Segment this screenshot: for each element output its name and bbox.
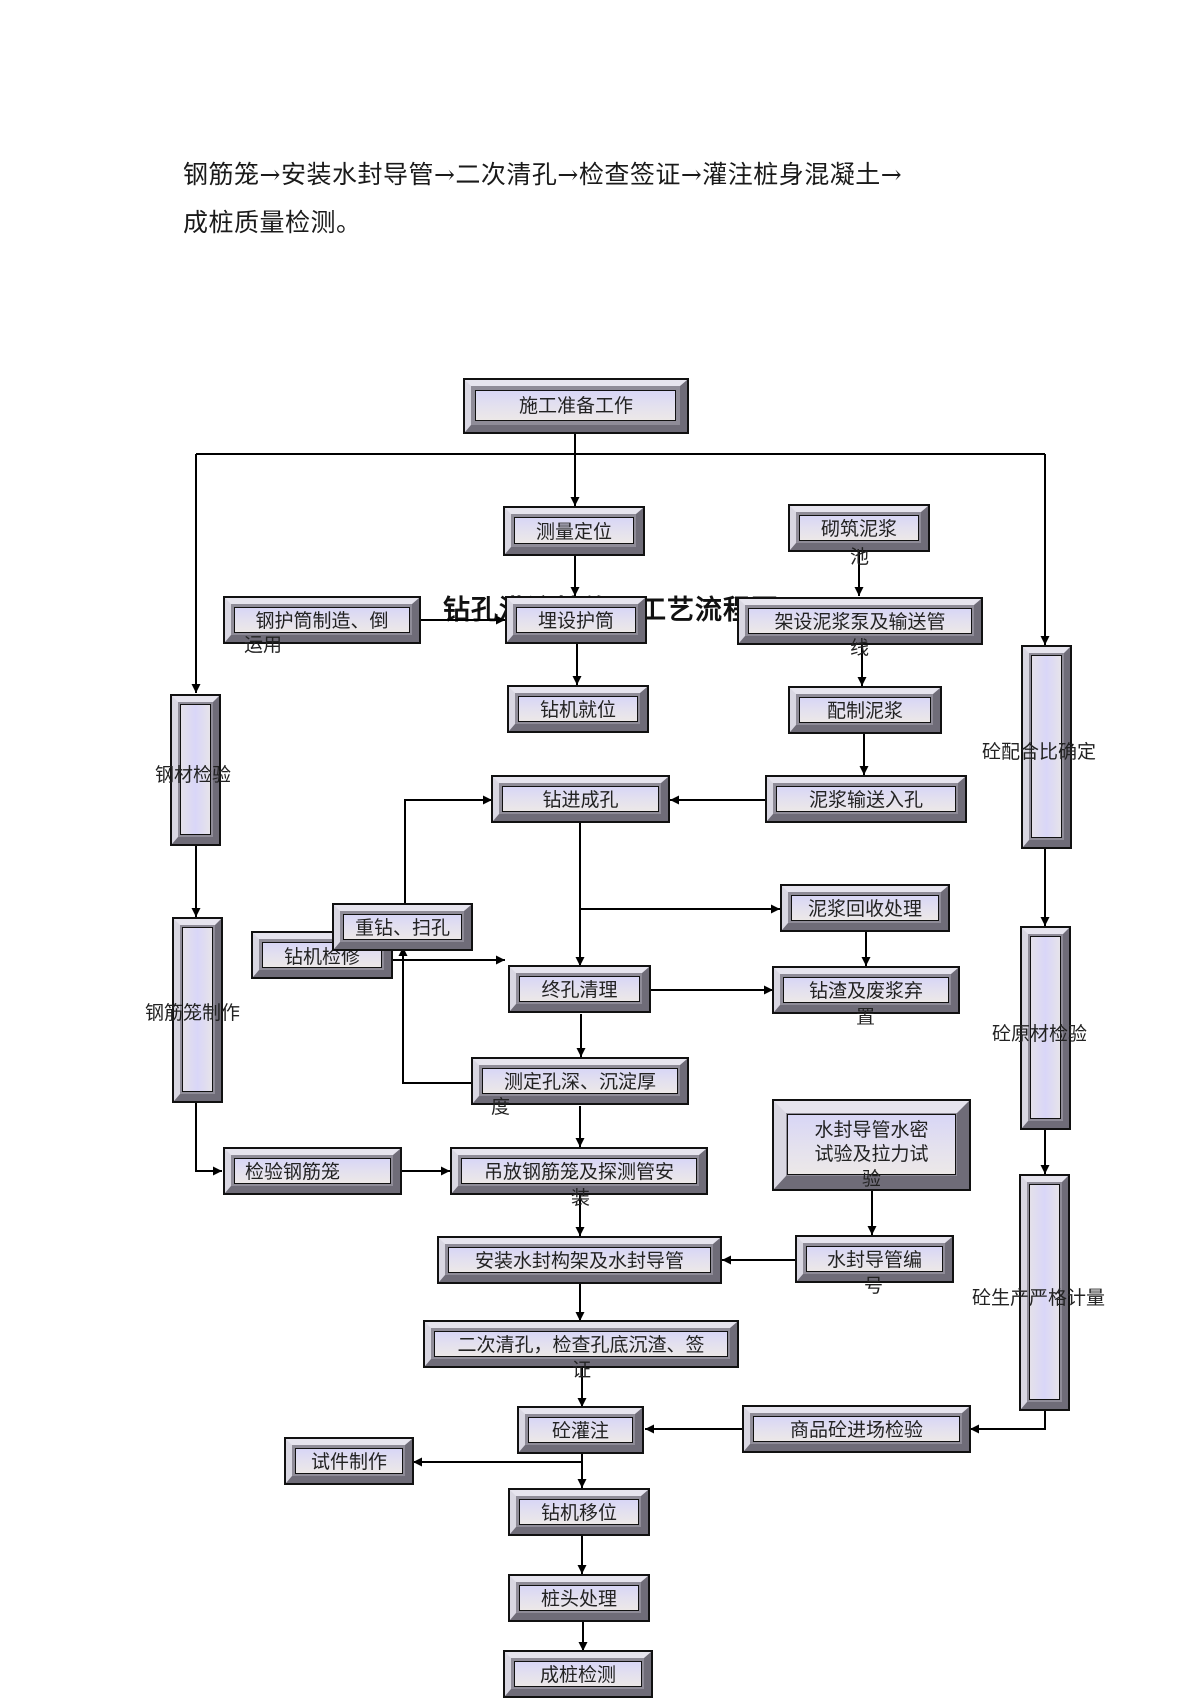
node-pile-head-label: 桩头处理	[540, 1588, 617, 1610]
node-survey-label: 测量定位	[535, 521, 612, 543]
node-casing-make-label: 钢护筒制造、倒	[255, 610, 389, 632]
arrow-measure-to-redrill	[398, 947, 472, 1084]
node-casing-make-label-overflow: 运用	[244, 634, 283, 656]
node-tremie-install-label: 安装水封构架及水封导管	[474, 1250, 684, 1272]
node-cage-inspect: 检验钢筋笼	[223, 1147, 402, 1195]
node-redrill: 重钻、扫孔	[332, 903, 473, 951]
node-waste-disposal: 钻渣及废浆弃	[772, 966, 960, 1014]
node-tremie-test-label-line1: 水封导管水密	[814, 1119, 929, 1141]
node-hole-clean-label: 终孔清理	[541, 979, 618, 1001]
node-steel-inspect	[170, 694, 221, 846]
node-slurry-feed: 泥浆输送入孔	[765, 775, 967, 823]
intro-paragraph-line-2: 成桩质量检测。	[183, 208, 362, 237]
node-slurry-recycle: 泥浆回收处理	[780, 884, 950, 932]
node-measure-depth-label-overflow: 度	[491, 1096, 511, 1118]
node-waste-disposal-label-overflow: 置	[856, 1006, 876, 1028]
node-slurry-recycle-label: 泥浆回收处理	[807, 898, 922, 920]
node-pour-label: 砼灌注	[551, 1420, 609, 1442]
node-measure-depth-label: 测定孔深、沉淀厚	[503, 1071, 656, 1093]
arrow-redrill-to-drill	[404, 795, 492, 903]
node-mix-ratio-label: 砼配合比确定	[982, 741, 1097, 763]
node-rig-move-label: 钻机移位	[540, 1502, 617, 1524]
node-tremie-test-label-overflow: 验	[862, 1168, 882, 1190]
node-slurry-feed-label: 泥浆输送入孔	[808, 789, 923, 811]
node-tremie-test-label-line2: 试验及拉力试	[814, 1143, 929, 1165]
node-slurry-pool-label-overflow: 池	[850, 546, 870, 568]
node-cage-make-label: 钢筋笼制作	[145, 1002, 241, 1024]
node-tremie-number-label: 水封导管编	[826, 1249, 922, 1271]
node-concrete-inspect: 商品砼进场检验	[742, 1405, 971, 1453]
node-cage-lower: 吊放钢筋笼及探测管安	[450, 1147, 708, 1195]
node-bury-casing: 埋设护筒	[505, 596, 647, 644]
node-prep-label: 施工准备工作	[518, 395, 633, 417]
node-raw-material	[1020, 926, 1071, 1130]
node-second-clean-label: 二次清孔，检查孔底沉渣、签	[457, 1334, 705, 1356]
node-pile-test-label: 成桩检测	[539, 1664, 616, 1686]
intro-paragraph-line-1: 钢筋笼→安装水封导管→二次清孔→检查签证→灌注桩身混凝土→	[183, 160, 903, 189]
node-production-metering-label: 砼生产严格计量	[972, 1287, 1106, 1309]
node-tremie-number: 水封导管编	[795, 1235, 954, 1283]
node-specimen-label: 试件制作	[310, 1451, 387, 1473]
arrow-metering-to-inspect	[970, 1410, 1046, 1434]
node-mix-ratio	[1021, 645, 1072, 849]
node-pile-test: 成桩检测	[503, 1650, 653, 1698]
node-mix-slurry-label: 配制泥浆	[826, 700, 903, 722]
node-concrete-inspect-label: 商品砼进场检验	[789, 1419, 923, 1441]
node-tremie-install: 安装水封构架及水封导管	[437, 1236, 722, 1284]
node-pump-setup-label-overflow: 线	[850, 637, 870, 659]
node-cage-lower-label-overflow: 装	[571, 1187, 591, 1209]
node-slurry-pool-label: 砌筑泥浆	[820, 518, 897, 540]
node-pile-head: 桩头处理	[508, 1574, 650, 1622]
node-bury-casing-label: 埋设护筒	[537, 610, 614, 632]
node-redrill-label: 重钻、扫孔	[354, 917, 450, 939]
node-cage-lower-label: 吊放钢筋笼及探测管安	[483, 1161, 674, 1183]
node-rig-position: 钻机就位	[507, 685, 649, 733]
node-second-clean: 二次清孔，检查孔底沉渣、签	[423, 1320, 739, 1368]
node-waste-disposal-label: 钻渣及废浆弃	[808, 980, 923, 1002]
node-second-clean-label-overflow: 证	[572, 1359, 592, 1381]
node-drill: 钻进成孔	[491, 775, 670, 823]
node-casing-make: 钢护筒制造、倒	[223, 596, 421, 644]
node-prep: 施工准备工作	[463, 378, 689, 434]
node-slurry-pool: 砌筑泥浆	[788, 504, 930, 552]
arrow-cage-to-inspect	[195, 1101, 222, 1176]
node-rig-position-label: 钻机就位	[539, 699, 616, 721]
node-specimen: 试件制作	[284, 1437, 414, 1485]
node-pump-setup-label: 架设泥浆泵及输送管	[774, 611, 946, 633]
node-cage-make	[172, 917, 223, 1103]
node-tremie-number-label-overflow: 号	[864, 1275, 884, 1297]
node-measure-depth: 测定孔深、沉淀厚	[471, 1057, 689, 1105]
node-rig-repair-label: 钻机检修	[283, 946, 360, 968]
node-survey: 测量定位	[503, 506, 645, 556]
node-pump-setup: 架设泥浆泵及输送管	[737, 597, 983, 645]
node-pour: 砼灌注	[517, 1406, 644, 1454]
node-production-metering	[1019, 1174, 1070, 1411]
node-tremie-test: 水封导管水密 试验及拉力试	[772, 1099, 971, 1191]
node-cage-inspect-label: 检验钢筋笼	[245, 1161, 341, 1183]
node-hole-clean: 终孔清理	[508, 965, 651, 1013]
node-rig-move: 钻机移位	[508, 1488, 650, 1536]
node-steel-inspect-label: 钢材检验	[155, 764, 232, 786]
node-raw-material-label: 砼原材检验	[992, 1023, 1088, 1045]
node-mix-slurry: 配制泥浆	[788, 686, 942, 734]
node-drill-label: 钻进成孔	[542, 789, 619, 811]
